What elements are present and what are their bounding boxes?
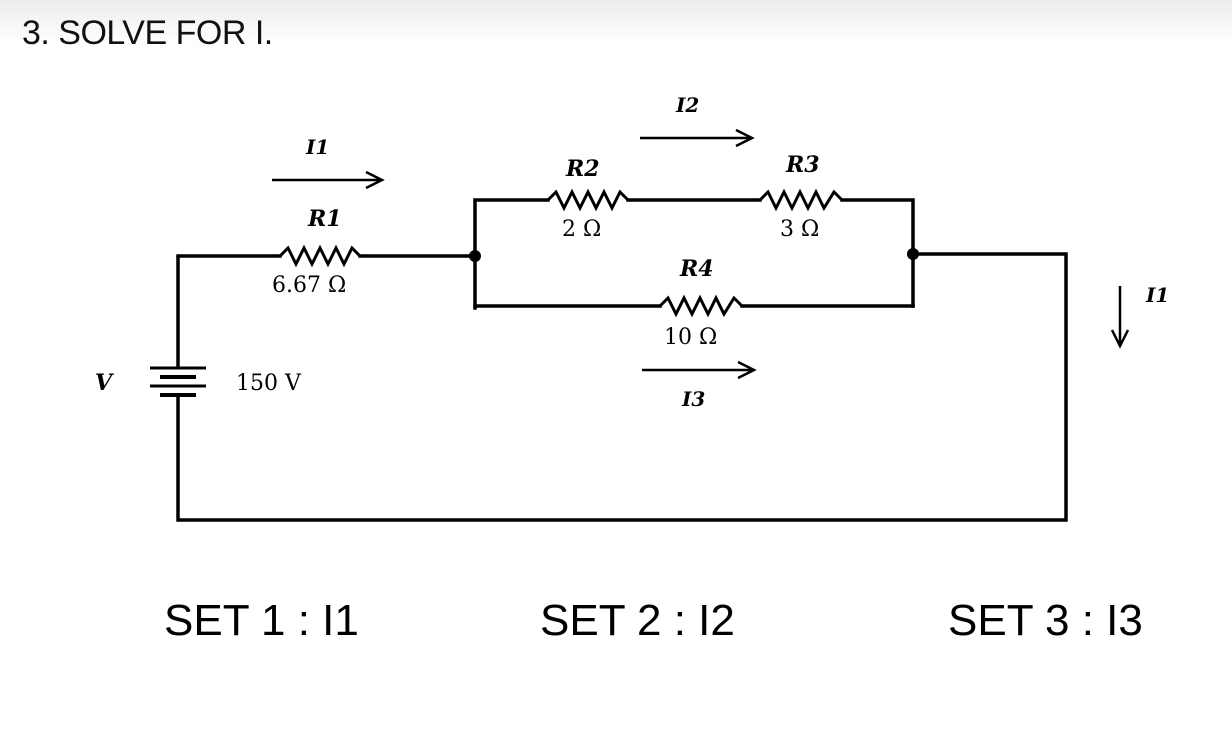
wire-r3-right <box>840 198 915 308</box>
resistor-r3-value: 3 Ω <box>780 217 819 242</box>
current-arrow-i2 <box>640 128 755 148</box>
current-arrow-i3 <box>642 360 757 380</box>
resistor-r2-value: 2 Ω <box>562 217 601 242</box>
resistor-r4 <box>658 294 744 318</box>
page-title: 3. SOLVE FOR I. <box>22 14 273 52</box>
current-label-i1: I1 <box>305 135 329 159</box>
set-2-label: SET 2 : I2 <box>540 596 735 645</box>
resistor-r1-name: R1 <box>307 206 342 232</box>
resistor-r4-value: 10 Ω <box>664 325 717 350</box>
resistor-r3-name: R3 <box>785 152 820 178</box>
current-arrow-i1-down <box>1110 286 1130 349</box>
current-label-i2: I2 <box>675 93 699 117</box>
resistor-r1 <box>278 244 362 268</box>
junction-node-left <box>469 250 481 262</box>
junction-node-right <box>907 248 919 260</box>
wire-upper-branch <box>473 198 550 310</box>
resistor-r2 <box>546 188 630 212</box>
top-bar <box>0 0 1232 44</box>
current-label-i1-right: I1 <box>1145 283 1169 307</box>
battery-symbol <box>150 366 206 397</box>
resistor-r2-name: R2 <box>565 156 600 182</box>
wire-left-bottom <box>176 252 1068 522</box>
current-arrow-i1 <box>272 170 385 190</box>
current-label-i3: I3 <box>681 387 705 411</box>
resistor-r3 <box>758 188 844 212</box>
resistor-r1-value: 6.67 Ω <box>272 273 346 298</box>
source-value: 150 V <box>236 371 302 396</box>
resistor-r4-name: R4 <box>679 256 714 282</box>
source-symbol: V <box>95 370 114 396</box>
set-3-label: SET 3 : I3 <box>948 596 1143 645</box>
set-1-label: SET 1 : I1 <box>164 596 359 645</box>
